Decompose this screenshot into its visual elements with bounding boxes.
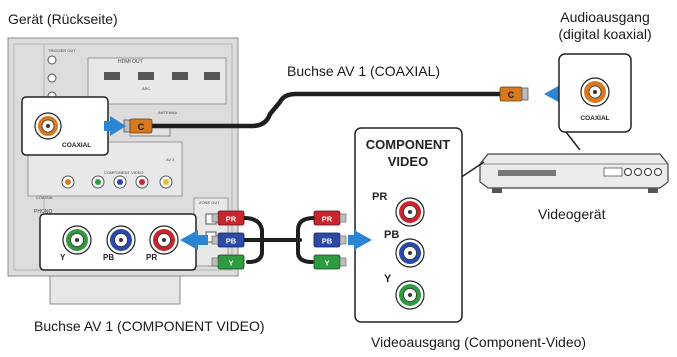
audio-out-label-line1: Audioausgang bbox=[560, 9, 650, 25]
component-arrow-source bbox=[348, 230, 372, 250]
component-callout: Y PB PR bbox=[39, 213, 197, 271]
plug-receiver-pr-label: PR bbox=[226, 215, 237, 224]
component-plug-receiver-pb: PB bbox=[211, 232, 245, 248]
component-jack-label: Buchse AV 1 (COMPONENT VIDEO) bbox=[34, 318, 265, 334]
source-y-label: Y bbox=[384, 273, 392, 285]
plug-receiver-y-label: Y bbox=[228, 259, 233, 268]
source-pb-label: PB bbox=[384, 229, 399, 241]
source-pr-jack bbox=[395, 197, 425, 227]
source-pb-jack bbox=[395, 238, 425, 268]
device-rear-label: Gerät (Rückseite) bbox=[8, 11, 118, 27]
panel-text-coaxial: COAXIAL bbox=[36, 195, 54, 200]
source-component-callout: COMPONENT VIDEO PR PB Y bbox=[354, 127, 485, 323]
panel-text-zone: ZONE OUT bbox=[199, 200, 220, 205]
receiver-pb-label: PB bbox=[103, 253, 114, 262]
source-y-jack bbox=[395, 280, 425, 310]
coaxial-plug-receiver-label: C bbox=[138, 122, 145, 132]
video-out-label: Videoausgang (Component-Video) bbox=[371, 334, 587, 350]
source-component-title-1: COMPONENT bbox=[366, 137, 451, 152]
audio-out-label-line2: (digital koaxial) bbox=[558, 26, 652, 42]
source-coaxial-label: COAXIAL bbox=[580, 115, 609, 122]
receiver-pr-jack bbox=[149, 225, 179, 255]
receiver-y-jack bbox=[62, 225, 92, 255]
receiver-y-label: Y bbox=[60, 253, 66, 262]
panel-text-hdmi: HDMI OUT bbox=[118, 59, 143, 65]
component-plug-source-pb: PB bbox=[313, 232, 347, 248]
plug-source-pb-label: PB bbox=[322, 237, 333, 246]
coaxial-plug-receiver: C bbox=[123, 118, 153, 134]
panel-text-antenna: ANTENNA bbox=[158, 110, 177, 115]
video-device-label: Videogerät bbox=[538, 206, 606, 222]
coaxial-callout-label: COAXIAL bbox=[62, 142, 91, 149]
panel-text-component: COMPONENT VIDEO bbox=[104, 170, 144, 175]
component-plug-source-pr: PR bbox=[313, 210, 347, 226]
source-component-title-2: VIDEO bbox=[388, 154, 428, 169]
component-plug-source-y: Y bbox=[313, 254, 347, 270]
plug-receiver-pb-label: PB bbox=[226, 237, 237, 246]
component-arrow-receiver bbox=[180, 230, 208, 250]
source-coaxial-callout: COAXIAL bbox=[558, 53, 632, 133]
receiver-pr-label: PR bbox=[146, 253, 157, 262]
panel-text-av3: AV 3 bbox=[166, 157, 175, 162]
coaxial-arrow-receiver bbox=[104, 116, 126, 136]
component-plug-receiver-y: Y bbox=[211, 254, 245, 270]
video-device bbox=[479, 131, 669, 193]
component-plug-receiver-pr: PR bbox=[211, 210, 245, 226]
panel-text-arc: ARC bbox=[142, 86, 151, 91]
plug-source-y-label: Y bbox=[324, 259, 329, 268]
component-cable bbox=[242, 216, 316, 264]
coaxial-jack-label: Buchse AV 1 (COAXIAL) bbox=[287, 63, 441, 79]
panel-text-phono: PHONO bbox=[34, 209, 52, 215]
coaxial-plug-source: C bbox=[499, 86, 529, 102]
panel-text-trigger: TRIGGER OUT bbox=[48, 48, 76, 53]
coaxial-callout: COAXIAL bbox=[21, 96, 109, 156]
receiver-pb-jack bbox=[106, 225, 136, 255]
coaxial-cable bbox=[149, 91, 503, 129]
coaxial-plug-source-label: C bbox=[508, 90, 515, 100]
source-pr-label: PR bbox=[372, 191, 387, 203]
plug-source-pr-label: PR bbox=[322, 215, 333, 224]
